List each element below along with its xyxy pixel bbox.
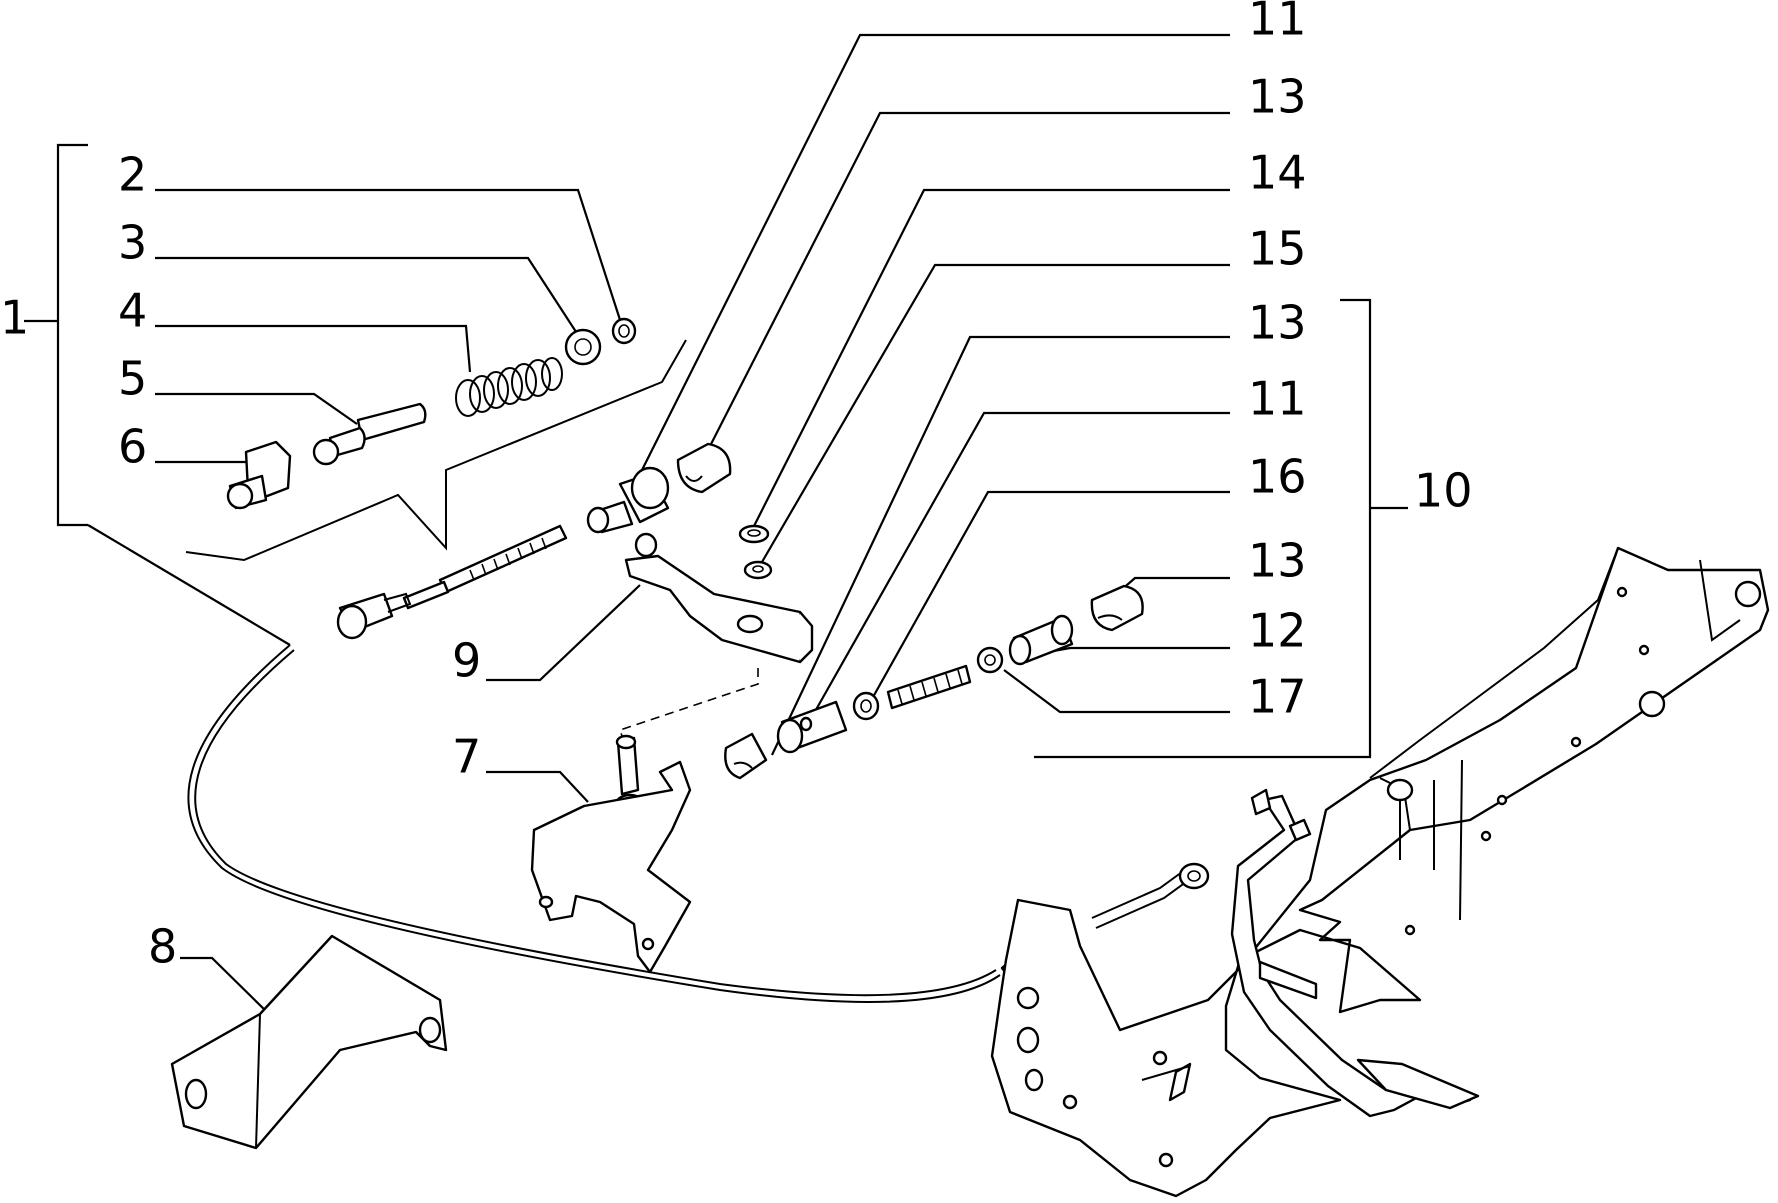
cable-threaded-rod [402,524,568,610]
callout-labels: 1 2 3 4 5 6 7 8 9 10 11 13 14 15 13 11 1… [0,0,1473,974]
callout-11-top: 11 [1248,0,1307,46]
leader-lines [87,33,1230,1016]
callout-9: 9 [452,634,481,688]
pin-part-5 [312,402,427,466]
bush-part-16 [852,691,880,721]
sleeve-part-11-middle [776,700,848,754]
callout-11-middle: 11 [1248,372,1307,426]
callout-3: 3 [118,216,147,270]
nut-part-17 [976,646,1004,674]
callout-13-top: 13 [1248,70,1307,124]
clip-part-6 [226,440,292,510]
sleeve-part-11-top [586,466,670,534]
cover-part-8 [170,934,448,1150]
cap-part-13-middle [724,732,768,780]
sleeve-part-12 [1008,614,1074,666]
spring-part-10 [886,664,972,710]
bush-part-3 [564,328,602,366]
section-cut-line [185,339,687,562]
callout-6: 6 [118,420,147,474]
pedal-return-rod [1091,862,1210,929]
callout-2: 2 [118,148,147,202]
callout-8: 8 [148,920,177,974]
callout-10: 10 [1414,464,1473,518]
callout-1: 1 [0,291,29,345]
cap-part-13-top [676,442,732,494]
pedal-box-assembly [990,546,1770,1198]
bracket-group-1 [24,143,88,527]
callout-7: 7 [452,730,481,784]
bracket-group-10 [1034,298,1408,759]
spring-part-4 [455,357,563,417]
washer-part-15 [743,560,773,580]
cap-part-13-right [1090,584,1144,632]
support-bracket-part-7 [530,734,692,974]
callout-5: 5 [118,352,147,406]
callout-15: 15 [1248,222,1307,276]
clutch-pedal-arm [1230,788,1480,1118]
callout-16: 16 [1248,450,1307,504]
assembly-dashed-line [618,668,759,743]
callout-13-right: 13 [1248,534,1307,588]
callout-13-middle: 13 [1248,296,1307,350]
callout-4: 4 [118,284,147,338]
callout-12: 12 [1248,604,1307,658]
lever-bracket-part-9 [624,532,814,664]
washer-part-14 [738,524,770,544]
callout-14: 14 [1248,146,1307,200]
nut-part-2 [611,317,637,345]
callout-17: 17 [1248,670,1307,724]
